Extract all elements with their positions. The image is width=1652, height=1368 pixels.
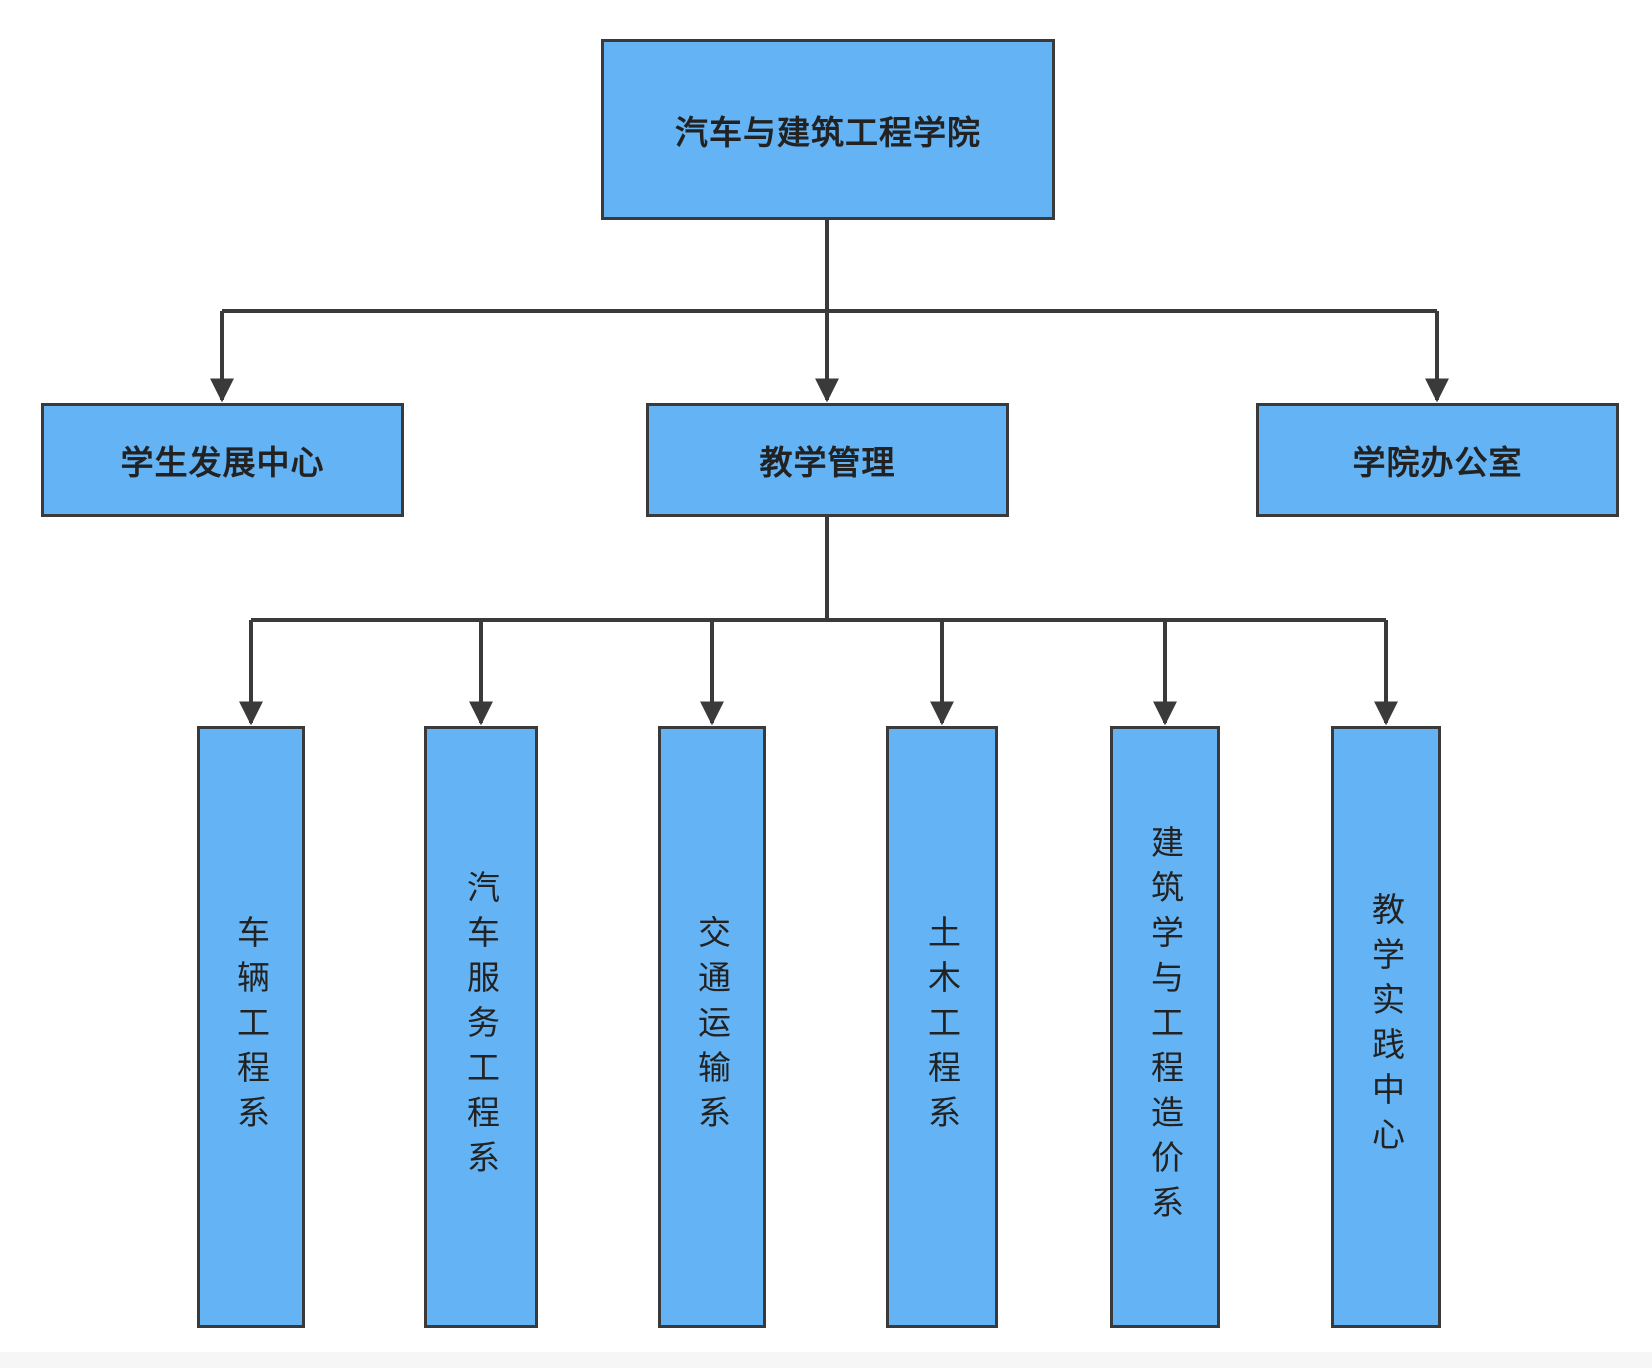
node-label: 教学实践中心 bbox=[1366, 892, 1406, 1162]
bottom-band bbox=[0, 1352, 1652, 1368]
node-label: 学院办公室 bbox=[1352, 443, 1523, 482]
root-node: 汽车与建筑工程学院 bbox=[601, 39, 1055, 220]
root-label: 汽车与建筑工程学院 bbox=[675, 112, 981, 152]
node-student-development-center: 学生发展中心 bbox=[41, 403, 404, 517]
node-dept-architecture-and-cost: 建筑学与工程造价系 bbox=[1110, 726, 1220, 1328]
node-teaching-practice-center: 教学实践中心 bbox=[1331, 726, 1441, 1328]
node-label: 教学管理 bbox=[759, 443, 896, 482]
node-label: 交通运输系 bbox=[692, 914, 732, 1140]
node-label: 汽车服务工程系 bbox=[461, 869, 501, 1185]
node-label: 学生发展中心 bbox=[120, 443, 325, 482]
node-dept-civil-engineering: 土木工程系 bbox=[886, 726, 998, 1328]
node-dept-vehicle-engineering: 车辆工程系 bbox=[197, 726, 305, 1328]
node-college-office: 学院办公室 bbox=[1256, 403, 1619, 517]
node-label: 土木工程系 bbox=[922, 914, 962, 1140]
node-dept-automotive-service-engineering: 汽车服务工程系 bbox=[424, 726, 538, 1328]
node-label: 建筑学与工程造价系 bbox=[1145, 824, 1185, 1230]
node-teaching-management: 教学管理 bbox=[646, 403, 1009, 517]
node-dept-transportation: 交通运输系 bbox=[658, 726, 766, 1328]
node-label: 车辆工程系 bbox=[231, 914, 271, 1140]
